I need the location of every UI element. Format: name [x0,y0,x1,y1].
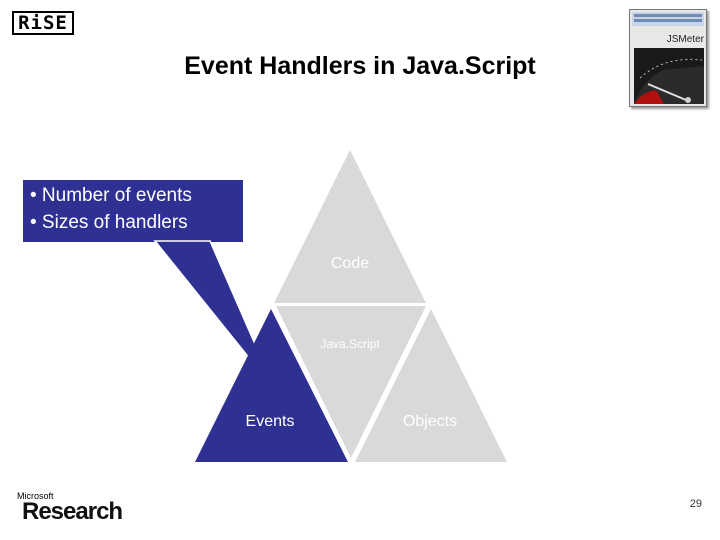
callout-bullet-handlers: • Sizes of handlers [30,212,188,233]
jsmeter-thumbnail: JSMeter [629,9,707,107]
label-events: Events [245,413,295,430]
slide-title: Event Handlers in Java.Script [184,52,536,80]
jsmeter-label: JSMeter [666,34,704,45]
research-logo: Research [22,498,123,525]
callout-bullet-events: • Number of events [30,185,192,206]
label-code: Code [330,255,370,272]
triangle-javascript [276,306,426,458]
triangle-objects [355,309,507,462]
label-javascript: Java.Script [320,337,380,351]
rise-logo: RiSE [12,11,74,35]
triangle-code [274,150,426,303]
browser-chrome [632,12,704,26]
speedometer-icon [634,48,704,104]
triangle-events [195,309,348,462]
label-objects: Objects [402,413,458,430]
callout-box: • Number of events • Sizes of handlers [23,180,243,242]
microsoft-label: Microsoft [17,491,54,501]
page-number: 29 [689,498,702,510]
callout-pointer [153,240,276,391]
